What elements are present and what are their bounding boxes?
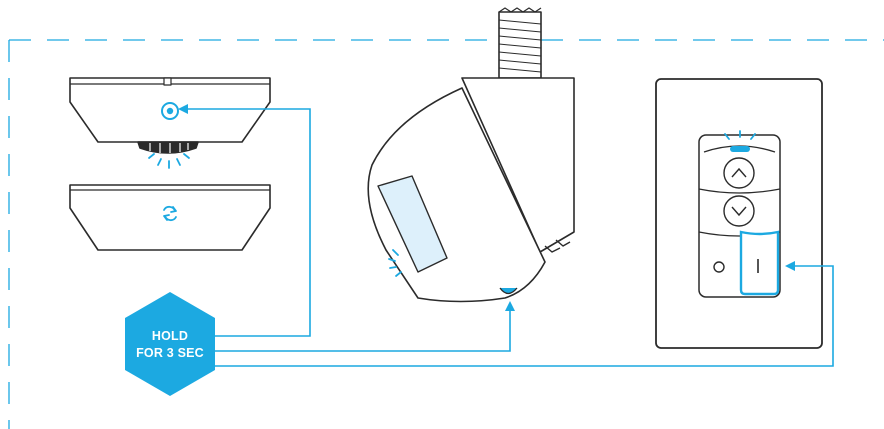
light-fixture	[367, 7, 575, 303]
hold-badge: HOLD FOR 3 SEC	[125, 292, 215, 396]
status-led	[730, 146, 750, 152]
raise-button[interactable]	[723, 157, 755, 189]
sensor-lens	[137, 141, 199, 154]
dashed-boundary	[8, 39, 884, 429]
switch-led-rays-icon	[724, 130, 756, 140]
fixture-sensor-button[interactable]	[499, 287, 518, 295]
hold-badge-line2: FOR 3 SEC	[136, 346, 204, 360]
lower-button[interactable]	[723, 195, 755, 227]
sync-module	[69, 184, 271, 251]
connector-lines	[186, 108, 834, 367]
target-button-icon[interactable]	[161, 102, 179, 120]
driver-housing	[461, 77, 575, 253]
arrowheads	[178, 104, 795, 311]
lamp-lens	[377, 175, 448, 273]
on-button[interactable]	[739, 230, 780, 296]
fixture-led-rays-icon	[388, 249, 402, 277]
sensor-top-tab	[163, 77, 172, 86]
hold-badge-line1: HOLD	[152, 329, 188, 343]
off-button[interactable]	[713, 261, 725, 273]
refresh-icon	[163, 205, 177, 222]
led-rays-icon	[148, 153, 190, 169]
